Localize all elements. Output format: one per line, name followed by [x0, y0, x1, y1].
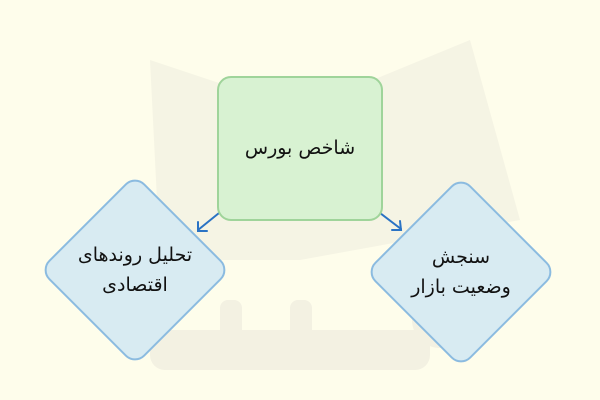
child-node-label-line2: وضعیت بازار — [411, 276, 511, 298]
child-node-label-line1: تحلیل روندهای — [77, 243, 193, 266]
child-node-label-line1: سنجش — [431, 245, 491, 268]
root-node-stock-index[interactable]: شاخص بورس — [217, 76, 383, 221]
child-node-economic-trends[interactable]: تحلیل روندهای اقتصادی — [38, 173, 232, 367]
child-node-market-status[interactable]: سنجش وضعیت بازار — [364, 175, 558, 369]
child-node-label-line2: اقتصادی — [102, 274, 168, 296]
root-node-label: شاخص بورس — [244, 137, 356, 160]
